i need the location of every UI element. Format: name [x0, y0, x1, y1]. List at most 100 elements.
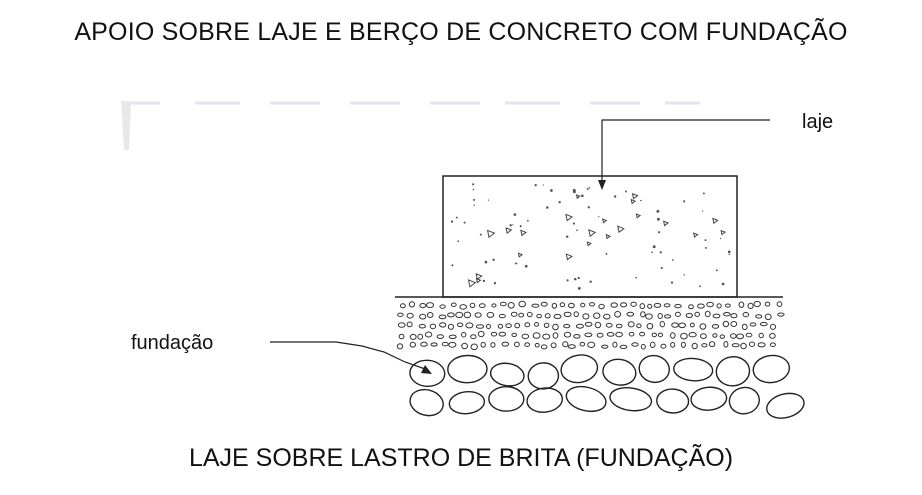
foundation-stone — [752, 354, 791, 384]
aggregate-dot — [728, 253, 731, 256]
gravel-pebble — [521, 333, 530, 340]
gravel-pebble — [475, 324, 485, 329]
gravel-pebble — [544, 313, 551, 319]
aggregate-triangle — [505, 227, 513, 235]
foundation-stone — [602, 358, 637, 386]
gravel-pebble — [584, 332, 593, 338]
gravel-pebble — [505, 323, 512, 329]
gravel-pebble — [490, 342, 496, 348]
aggregate-triangle — [565, 253, 573, 261]
gravel-pebble — [753, 300, 761, 308]
gravel-pebble — [562, 341, 569, 348]
gravel-pebble — [575, 323, 584, 329]
gravel-pebble — [563, 331, 572, 338]
gravel-pebble — [670, 342, 676, 348]
aggregate-dot — [472, 198, 476, 201]
aggregate-dot — [683, 274, 686, 276]
aggregate-dot — [566, 279, 569, 282]
aggregate-dot — [509, 224, 512, 227]
gravel-pebble — [552, 323, 559, 331]
gravel-pebble — [748, 341, 756, 347]
aggregate-dot — [683, 200, 686, 203]
gravel-pebble — [755, 314, 763, 319]
gravel-pebble — [646, 323, 654, 330]
gravel-pebble — [447, 312, 455, 318]
scan-artifacts — [121, 101, 700, 150]
gravel-pebble — [526, 311, 533, 318]
gravel-pebble — [712, 333, 718, 338]
gravel-pebble — [680, 341, 686, 348]
gravel-pebble — [501, 341, 510, 347]
aggregate-dot — [702, 192, 705, 195]
foundation-stone — [766, 392, 805, 419]
gravel-pebble — [657, 313, 663, 319]
foundation-stone — [527, 362, 560, 390]
gravel-pebble — [455, 311, 464, 319]
gravel-pebble — [563, 323, 571, 329]
gravel-pebble — [568, 302, 575, 309]
aggregate-triangle — [467, 279, 477, 288]
gravel-pebble — [630, 301, 637, 307]
gravel-pebble — [534, 322, 539, 327]
gravel-pebble — [674, 303, 682, 309]
aggregate-dot — [487, 199, 490, 201]
aggregate-triangle — [586, 241, 592, 247]
gravel-pebble — [536, 313, 542, 319]
aggregate-dot — [463, 221, 466, 224]
aggregate-dot — [670, 281, 674, 284]
gravel-pebble — [653, 302, 662, 308]
gravel-pebble — [498, 331, 507, 337]
aggregate-dot — [472, 183, 475, 186]
aggregate-dot — [576, 229, 578, 232]
gravel-pebble — [584, 321, 593, 327]
aggregate-triangle — [475, 277, 482, 284]
aggregate-dot — [451, 264, 454, 267]
aggregate-dot — [512, 224, 514, 226]
gravel-pebble — [397, 322, 406, 328]
aggregate-dot — [656, 209, 660, 213]
aggregate-dot — [558, 201, 561, 204]
foundation-stone — [447, 354, 488, 384]
gravel-pebble — [498, 313, 506, 319]
gravel-pebble — [706, 301, 714, 308]
aggregate-dot — [588, 186, 591, 189]
aggregate-triangle — [635, 213, 642, 219]
aggregate-triangle — [565, 213, 574, 222]
gravel-pebble — [738, 301, 745, 308]
foundation-stone — [560, 354, 599, 384]
aggregate-triangle — [517, 252, 524, 258]
gravel-pebble — [524, 342, 531, 347]
aggregate-dot — [513, 213, 517, 216]
gravel-pebble — [408, 301, 415, 308]
gravel-pebble — [470, 343, 478, 351]
aggregate-dot — [715, 269, 718, 272]
gravel-pebble — [758, 332, 764, 339]
gravel-pebble — [614, 311, 622, 318]
foundation-stone — [728, 386, 760, 415]
gravel-pebble — [399, 303, 406, 309]
aggregate-triangle — [575, 194, 581, 200]
gravel-pebble — [704, 310, 711, 318]
aggregate-dot — [704, 239, 707, 242]
gravel-pebble — [486, 311, 495, 318]
gravel-pebble — [699, 323, 707, 330]
gravel-pebble — [601, 344, 609, 349]
aggregate-triangle — [520, 229, 527, 237]
gravel-pebble — [542, 333, 551, 340]
aggregate-triangle — [630, 198, 637, 205]
aggregate-dot — [577, 287, 581, 290]
slab-leader — [598, 119, 770, 190]
aggregate-dot — [605, 252, 608, 255]
aggregate-dot — [534, 184, 537, 187]
aggregate-triangle — [475, 273, 483, 281]
gravel-pebble — [596, 332, 604, 338]
gravel-pebble — [657, 332, 664, 338]
gravel-pebble — [497, 323, 504, 329]
gravel-pebble — [486, 323, 491, 330]
gravel-pebble — [429, 323, 437, 330]
gravel-pebble — [678, 322, 686, 329]
gravel-pebble — [420, 341, 428, 347]
gravel-pebble — [419, 313, 427, 320]
gravel-pebble — [480, 341, 486, 348]
